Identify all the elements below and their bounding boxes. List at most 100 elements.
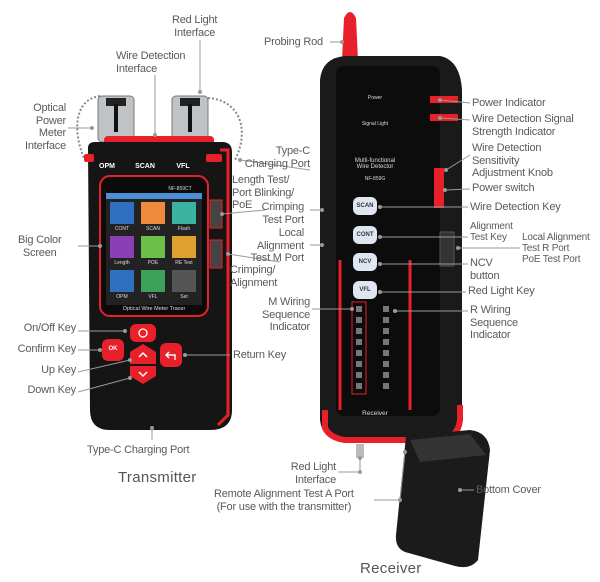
callout-length-test: Length Test/ Port Blinking/ PoE: [232, 174, 295, 211]
app-label: CONT: [114, 226, 130, 232]
m-led: [356, 383, 362, 389]
m-led: [356, 317, 362, 323]
callout-power-switch: Power switch: [472, 182, 535, 194]
leader-dot: [98, 348, 102, 352]
chevron-down-icon: [138, 371, 148, 378]
receiver-device: [320, 12, 490, 568]
transmitter-title: Transmitter: [118, 469, 197, 486]
leader-line: [221, 209, 266, 215]
transmitter-model: NF-859CT: [168, 186, 192, 192]
r-led: [383, 339, 389, 345]
screen-app-grid: [110, 202, 196, 292]
app-label: Length: [114, 260, 130, 266]
app-tile-length[interactable]: [110, 236, 134, 258]
cont-key[interactable]: CONT: [353, 226, 377, 244]
leader-line: [444, 188, 471, 191]
leader-dot: [183, 353, 187, 357]
scan-port-label: SCAN: [135, 163, 155, 170]
leader-dot: [90, 126, 94, 130]
callout-big-color-screen: Big Color Screen: [18, 234, 62, 259]
leader-dot: [378, 205, 382, 209]
return-arrow-icon: [165, 351, 176, 360]
power-icon: [138, 328, 148, 338]
leader-line: [77, 359, 131, 373]
vfl-port-label: VFL: [176, 163, 190, 170]
leader-dot: [220, 212, 224, 216]
callout-red-light-interface-rx: Red Light Interface: [290, 461, 336, 486]
ok-key-label: OK: [108, 346, 118, 352]
leader-dot: [378, 235, 382, 239]
leader-dot: [153, 133, 157, 137]
m-led: [356, 350, 362, 356]
callout-confirm-key: Confirm Key: [17, 343, 77, 355]
callout-sensitivity-knob: Wire Detection Sensitivity Adjustment Kn…: [472, 142, 553, 179]
callout-return-key: Return Key: [233, 349, 287, 361]
leader-dot: [398, 498, 402, 502]
wiring-sequence-leds: [351, 301, 389, 395]
callout-red-light-key: Red Light Key: [468, 285, 535, 297]
callout-power-indicator: Power Indicator: [472, 97, 546, 109]
app-tile-opm[interactable]: [110, 270, 134, 292]
leader-dot: [320, 243, 324, 247]
opm-port-label: OPM: [99, 163, 115, 170]
leader-dot: [198, 90, 202, 94]
leader-dot: [443, 188, 447, 192]
leader-line: [239, 159, 311, 171]
transmitter-buttons: [102, 324, 182, 384]
leader-dot: [98, 244, 102, 248]
ok-button[interactable]: [102, 339, 124, 361]
callout-red-light-interface: Red Light Interface: [172, 14, 218, 39]
leader-dot: [226, 252, 230, 256]
callout-signal-strength: Wire Detection Signal Strength Indicator: [472, 113, 574, 138]
callout-m-wiring: M Wiring Sequence Indicator: [262, 296, 310, 333]
leader-dot: [238, 158, 242, 162]
leader-dot: [350, 307, 354, 311]
app-tile-poe[interactable]: [141, 236, 165, 258]
callout-wire-detection-interface: Wire Detection Interface: [116, 50, 186, 75]
m-led: [356, 328, 362, 334]
scan-key[interactable]: SCAN: [353, 197, 377, 215]
r-led: [383, 350, 389, 356]
r-led: [383, 317, 389, 323]
r-led: [383, 383, 389, 389]
app-label: Flash: [177, 226, 191, 232]
leader-line: [439, 117, 471, 121]
app-tile-cont[interactable]: [110, 202, 134, 224]
callout-crimping-test-port: Crimping Test Port: [261, 201, 305, 226]
leader-dot: [438, 116, 442, 120]
leader-line: [399, 451, 406, 501]
transmitter-brand: Optical Wire Meter Tracer: [122, 306, 186, 312]
leader-dot: [358, 456, 362, 460]
app-tile-vfl[interactable]: [141, 270, 165, 292]
app-label: POE: [147, 260, 159, 266]
m-led-frame: [351, 301, 367, 395]
app-tile-re-test[interactable]: [172, 236, 196, 258]
receiver-title: Receiver: [360, 560, 422, 577]
power-button[interactable]: [130, 324, 156, 342]
vfl-key[interactable]: VFL: [353, 281, 377, 299]
leader-line: [439, 99, 471, 104]
app-tile-scan[interactable]: [141, 202, 165, 224]
leader-dot: [150, 426, 154, 430]
callout-local-alignment-r: Local Alignment Test R Port PoE Test Por…: [522, 232, 590, 265]
callout-ncv-button: NCV button: [470, 257, 500, 282]
m-led: [356, 339, 362, 345]
app-tile-set[interactable]: [172, 270, 196, 292]
ncv-key[interactable]: NCV: [353, 253, 377, 271]
callout-on-off-key: On/Off Key: [23, 322, 76, 334]
r-led: [383, 328, 389, 334]
leader-dot: [456, 246, 460, 250]
leader-dot: [444, 168, 448, 172]
leader-dot: [378, 290, 382, 294]
callout-crimping-alignment: Crimping/ Alignment: [230, 264, 278, 289]
receiver-bottom-label: Receiver: [362, 410, 388, 417]
callout-local-alignment-m: Local Alignment Test M Port: [250, 227, 305, 264]
leader-dot: [320, 208, 324, 212]
leader-dot: [458, 488, 462, 492]
r-led: [383, 372, 389, 378]
app-tile-flash[interactable]: [172, 202, 196, 224]
callout-up-key: Up Key: [41, 364, 76, 376]
receiver-model: NF-859G: [364, 176, 386, 182]
